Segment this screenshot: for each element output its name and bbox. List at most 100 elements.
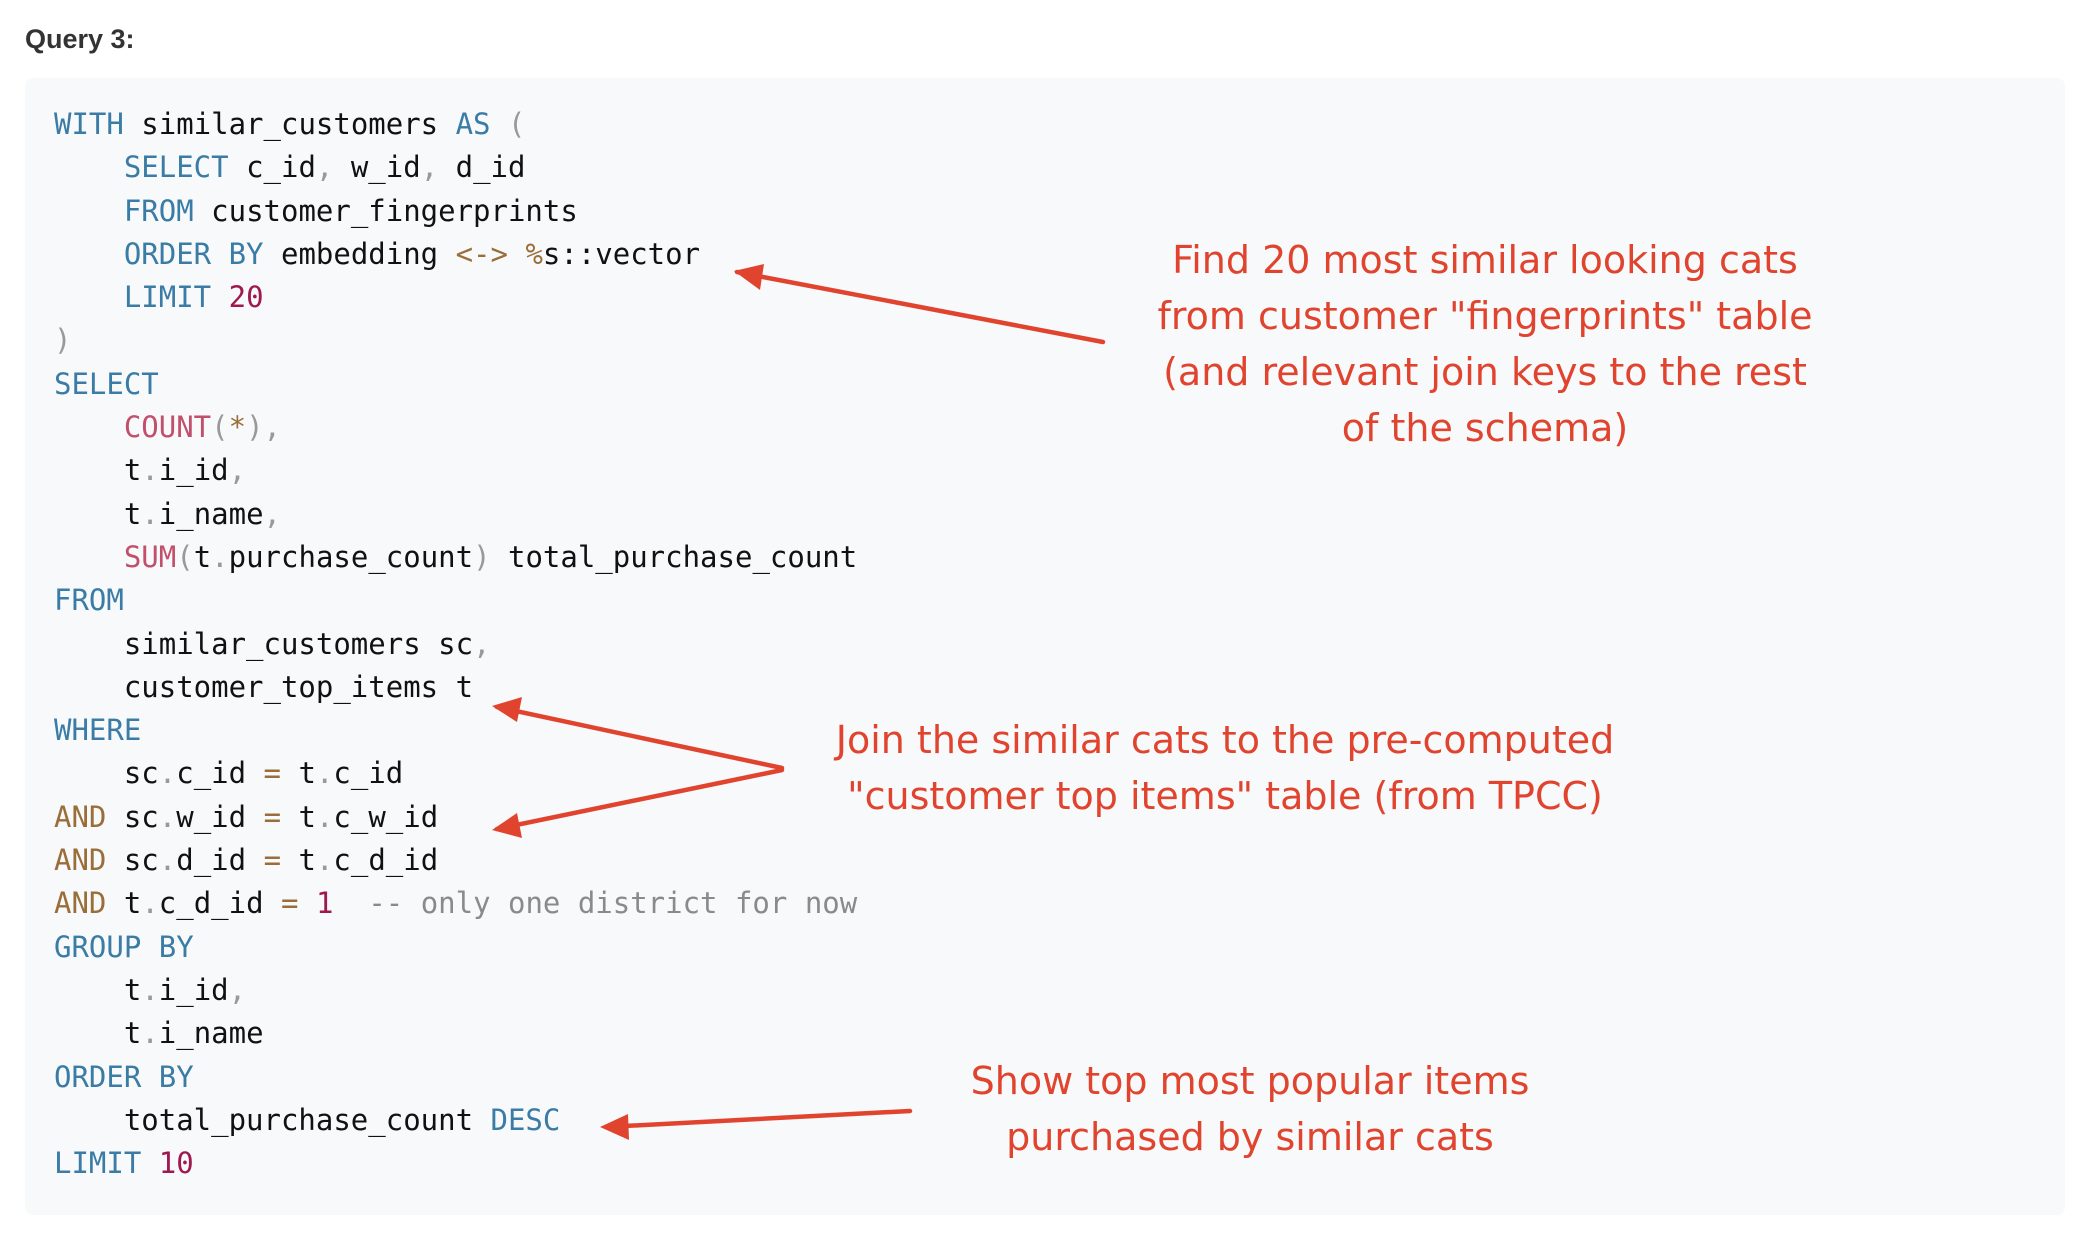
code-token: SUM: [123, 539, 177, 574]
code-token: w_id: [333, 150, 421, 185]
annotation-line: Join the similar cats to the pre-compute…: [835, 718, 1615, 762]
code-token: c_id: [333, 756, 404, 791]
code-block: WITH similar_customers AS ( SELECT c_id,…: [25, 78, 2065, 1215]
code-token: .: [141, 886, 159, 921]
annotation-line: from customer "fingerprints" table: [1157, 294, 1813, 338]
code-token: t: [281, 843, 316, 878]
sql-code: WITH similar_customers AS ( SELECT c_id,…: [54, 103, 857, 1185]
code-token: embedding: [263, 236, 456, 271]
code-token: 10: [158, 1146, 194, 1181]
annotation-popular: Show top most popular items purchased by…: [960, 1053, 1540, 1165]
code-token: 20: [228, 280, 264, 315]
code-token: c_d_id: [158, 886, 281, 921]
code-line: SUM(t.purchase_count) total_purchase_cou…: [54, 536, 857, 579]
code-token: c_id: [228, 150, 316, 185]
code-token: .: [141, 496, 159, 531]
code-token: t: [106, 886, 142, 921]
code-token: s::vector: [542, 236, 701, 271]
code-token: <->: [455, 236, 508, 271]
code-line: ORDER BY embedding <-> %s::vector: [54, 233, 857, 276]
code-token: .: [315, 799, 334, 834]
code-line: WHERE: [54, 709, 857, 752]
code-line: similar_customers sc,: [54, 623, 857, 666]
code-token: total_purchase_count: [490, 539, 858, 574]
code-token: total_purchase_count: [54, 1102, 491, 1137]
code-token: d_id: [176, 843, 264, 878]
code-line: ): [54, 319, 857, 362]
code-token: t: [193, 539, 212, 574]
code-token: =: [263, 799, 282, 834]
annotation-line: "customer top items" table (from TPCC): [847, 774, 1603, 818]
code-token: [333, 886, 368, 920]
code-line: FROM customer_fingerprints: [54, 190, 857, 233]
code-token: c_w_id: [333, 799, 439, 834]
code-line: COUNT(*),: [54, 406, 857, 449]
code-token: sc: [106, 843, 159, 878]
code-token: d_id: [438, 150, 526, 185]
code-line: SELECT c_id, w_id, d_id: [54, 146, 857, 189]
code-token: GROUP BY: [54, 929, 194, 964]
code-token: FROM: [54, 583, 124, 618]
code-token: t: [54, 453, 142, 488]
code-line: t.i_id,: [54, 449, 857, 492]
code-token: purchase_count: [228, 539, 474, 574]
code-token: SELECT: [54, 366, 159, 401]
code-line: AND t.c_d_id = 1 -- only one district fo…: [54, 882, 857, 925]
code-token: (: [211, 410, 229, 445]
annotation-line: of the schema): [1341, 406, 1629, 450]
code-token: WHERE: [54, 713, 142, 748]
code-token: AND: [54, 886, 107, 921]
code-token: ,: [228, 972, 247, 1007]
annotation-fingerprints: Find 20 most similar looking cats from c…: [1135, 232, 1835, 456]
code-line: SELECT: [54, 363, 857, 406]
code-token: t: [54, 972, 142, 1007]
code-token: [54, 540, 124, 574]
code-line: t.i_id,: [54, 969, 857, 1012]
code-token: ): [473, 539, 491, 574]
code-token: sc: [106, 799, 159, 834]
code-token: [54, 237, 124, 271]
code-token: [298, 886, 315, 920]
code-token: ,: [420, 150, 439, 185]
code-token: WITH: [54, 107, 124, 141]
code-line: AND sc.w_id = t.c_w_id: [54, 796, 857, 839]
code-token: i_name: [158, 1016, 264, 1051]
code-line: WITH similar_customers AS (: [54, 103, 857, 146]
code-token: i_id: [158, 972, 229, 1007]
code-token: ): [54, 323, 72, 358]
code-token: *: [228, 410, 247, 445]
code-line: LIMIT 20: [54, 276, 857, 319]
code-token: t: [281, 756, 316, 791]
code-token: COUNT: [123, 410, 212, 445]
code-token: ,: [263, 496, 282, 531]
code-token: ,: [473, 626, 491, 661]
code-token: (: [490, 107, 526, 141]
code-token: AND: [54, 799, 107, 834]
code-token: .: [315, 756, 334, 791]
annotation-line: Show top most popular items: [970, 1059, 1530, 1103]
code-token: [54, 410, 124, 444]
code-line: customer_top_items t: [54, 666, 857, 709]
code-token: =: [263, 756, 282, 791]
code-token: =: [263, 843, 282, 878]
code-token: .: [141, 972, 159, 1007]
code-token: .: [158, 799, 177, 834]
annotation-line: (and relevant join keys to the rest: [1163, 350, 1807, 394]
code-token: c_id: [176, 756, 264, 791]
code-token: ),: [246, 410, 282, 445]
code-token: similar_customers: [123, 107, 456, 141]
code-token: .: [141, 1016, 159, 1051]
code-token: [54, 280, 124, 314]
code-token: customer_top_items t: [54, 669, 474, 704]
code-token: ORDER BY: [123, 236, 264, 271]
code-token: LIMIT: [54, 1146, 142, 1181]
code-token: t: [54, 496, 142, 531]
code-line: total_purchase_count DESC: [54, 1099, 857, 1142]
code-token: AND: [54, 843, 107, 878]
code-token: i_id: [158, 453, 229, 488]
code-token: ,: [315, 150, 334, 185]
code-token: -- only one district for now: [368, 886, 858, 921]
code-token: c_d_id: [333, 843, 439, 878]
code-token: SELECT: [123, 150, 229, 185]
code-token: t: [281, 799, 316, 834]
